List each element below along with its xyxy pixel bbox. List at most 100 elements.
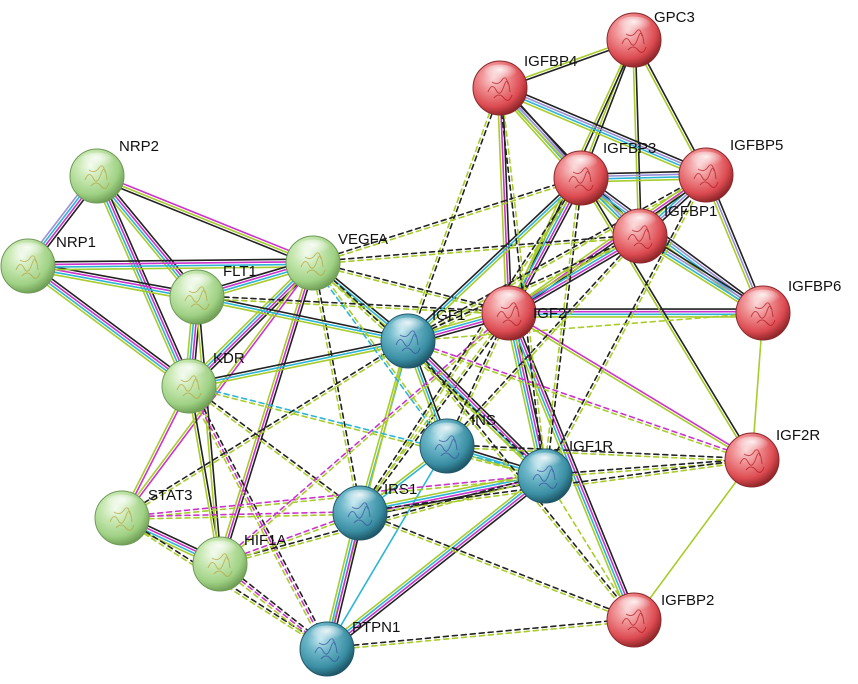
node-ptpn1[interactable]: PTPN1 — [299, 619, 400, 677]
node-label: INS — [471, 412, 496, 429]
edge-line-black — [409, 337, 549, 475]
edge-line-lime — [446, 446, 753, 463]
edge-line-cyan — [498, 88, 707, 177]
edge-line-black — [545, 177, 584, 477]
node-igf2[interactable]: IGF2 — [481, 285, 566, 341]
edge-line-lime — [405, 86, 500, 342]
edge-line-lime — [312, 178, 583, 266]
edge-hif1a-igf1r — [218, 473, 547, 567]
edge-line-black — [408, 87, 503, 343]
edge-line-magenta — [408, 339, 547, 476]
edge-line-cyan — [311, 262, 447, 448]
node-label: IGFBP4 — [524, 53, 577, 70]
node-kdr[interactable]: KDR — [161, 350, 245, 414]
edge-line-black — [312, 260, 511, 313]
edge-igf1r-igfbp2 — [544, 475, 635, 621]
edge-igfbp4-igf1 — [405, 86, 503, 343]
node-igfbp3[interactable]: IGFBP3 — [553, 140, 656, 206]
edge-line-lime — [579, 177, 752, 462]
edge-vegfa-igfbp1 — [312, 233, 641, 266]
edge-line-magenta — [97, 174, 191, 387]
node-nrp2[interactable]: NRP2 — [69, 138, 159, 204]
edge-line-lime — [312, 236, 641, 266]
edge-line-black — [95, 177, 313, 267]
edge-line-lime — [121, 476, 546, 521]
edge-line-lime — [185, 386, 326, 652]
edge-line-lime — [121, 341, 410, 520]
edge-line-black — [312, 233, 641, 263]
edge-line-lime — [504, 313, 542, 478]
node-highlight — [617, 596, 651, 614]
edge-line-black — [196, 293, 410, 340]
edge-line-cyan — [358, 473, 546, 513]
edge-line-magenta — [327, 476, 547, 651]
node-igf1[interactable]: IGF1 — [380, 307, 465, 369]
edge-line-lime — [188, 342, 410, 390]
edge-stat3-igf1 — [120, 339, 410, 520]
edge-stat3-igf1r — [121, 473, 546, 521]
edge-igf1r-ptpn1 — [323, 472, 549, 653]
edge-line-cyan — [26, 266, 198, 300]
node-igfbp1[interactable]: IGFBP1 — [612, 203, 717, 264]
edge-line-lime — [27, 266, 314, 271]
node-igfbp5[interactable]: IGFBP5 — [678, 137, 783, 203]
edge-line-magenta — [189, 263, 315, 388]
node-highlight — [735, 436, 769, 454]
edge-line-lime — [187, 386, 361, 515]
edge-nrp1-kdr — [24, 262, 193, 390]
node-irs1[interactable]: IRS1 — [332, 481, 417, 541]
edge-ins-igfbp1 — [445, 234, 642, 448]
edge-nrp2-vegfa — [95, 172, 315, 267]
node-highlight — [310, 625, 344, 643]
node-stat3[interactable]: STAT3 — [94, 487, 192, 546]
node-label: NRP1 — [56, 234, 96, 251]
edge-line-black — [190, 264, 317, 390]
edge-line-lavender — [499, 86, 708, 175]
edge-line-black — [500, 83, 709, 173]
edge-line-magenta — [407, 338, 754, 460]
edge-line-black — [497, 87, 545, 477]
edge-line-black — [406, 234, 641, 341]
edge-line-magenta — [218, 510, 361, 564]
node-gpc3[interactable]: GPC3 — [606, 9, 695, 68]
edge-line-lime — [408, 179, 584, 344]
node-igfbp6[interactable]: IGFBP6 — [735, 278, 841, 341]
node-highlight — [492, 289, 526, 307]
edge-kdr-irs1 — [187, 384, 362, 515]
edge-line-lime — [121, 513, 361, 521]
edge-line-lime — [186, 385, 220, 566]
node-nrp1[interactable]: NRP1 — [0, 234, 96, 294]
edge-line-black — [581, 176, 754, 461]
node-vegfa[interactable]: VEGFA — [285, 231, 388, 291]
edge-line-lime — [195, 298, 409, 345]
edge-line-black — [99, 173, 194, 386]
edge-line-lime — [358, 513, 635, 623]
node-ins[interactable]: INS — [419, 412, 496, 474]
node-hif1a[interactable]: HIF1A — [192, 532, 287, 592]
edge-line-magenta — [121, 510, 361, 518]
node-label: IGF1 — [432, 307, 465, 324]
node-label: STAT3 — [148, 487, 192, 504]
node-igfbp2[interactable]: IGFBP2 — [606, 592, 714, 648]
node-highlight — [11, 242, 45, 260]
edge-line-lime — [407, 175, 708, 343]
edge-ins-ptpn1 — [326, 445, 448, 650]
edge-line-black — [120, 339, 409, 518]
edge-line-cyan — [26, 266, 190, 388]
edge-igf2r-igfbp2 — [633, 459, 753, 621]
node-igfbp4[interactable]: IGFBP4 — [472, 53, 577, 116]
node-highlight — [623, 212, 657, 230]
node-label: IGFBP6 — [788, 278, 841, 295]
edge-stat3-irs1 — [121, 510, 361, 521]
edge-line-lime — [507, 313, 753, 462]
node-igf2r[interactable]: IGF2R — [724, 427, 820, 488]
edge-flt1-hif1a — [194, 296, 223, 565]
node-igf1r[interactable]: IGF1R — [517, 438, 613, 504]
node-highlight — [180, 273, 214, 291]
node-flt1[interactable]: FLT1 — [169, 263, 257, 325]
edge-ins-igf2r — [446, 443, 753, 463]
edge-nrp1-vegfa — [27, 258, 314, 271]
edge-line-magenta — [27, 260, 314, 266]
edge-line-cyan — [27, 263, 314, 269]
